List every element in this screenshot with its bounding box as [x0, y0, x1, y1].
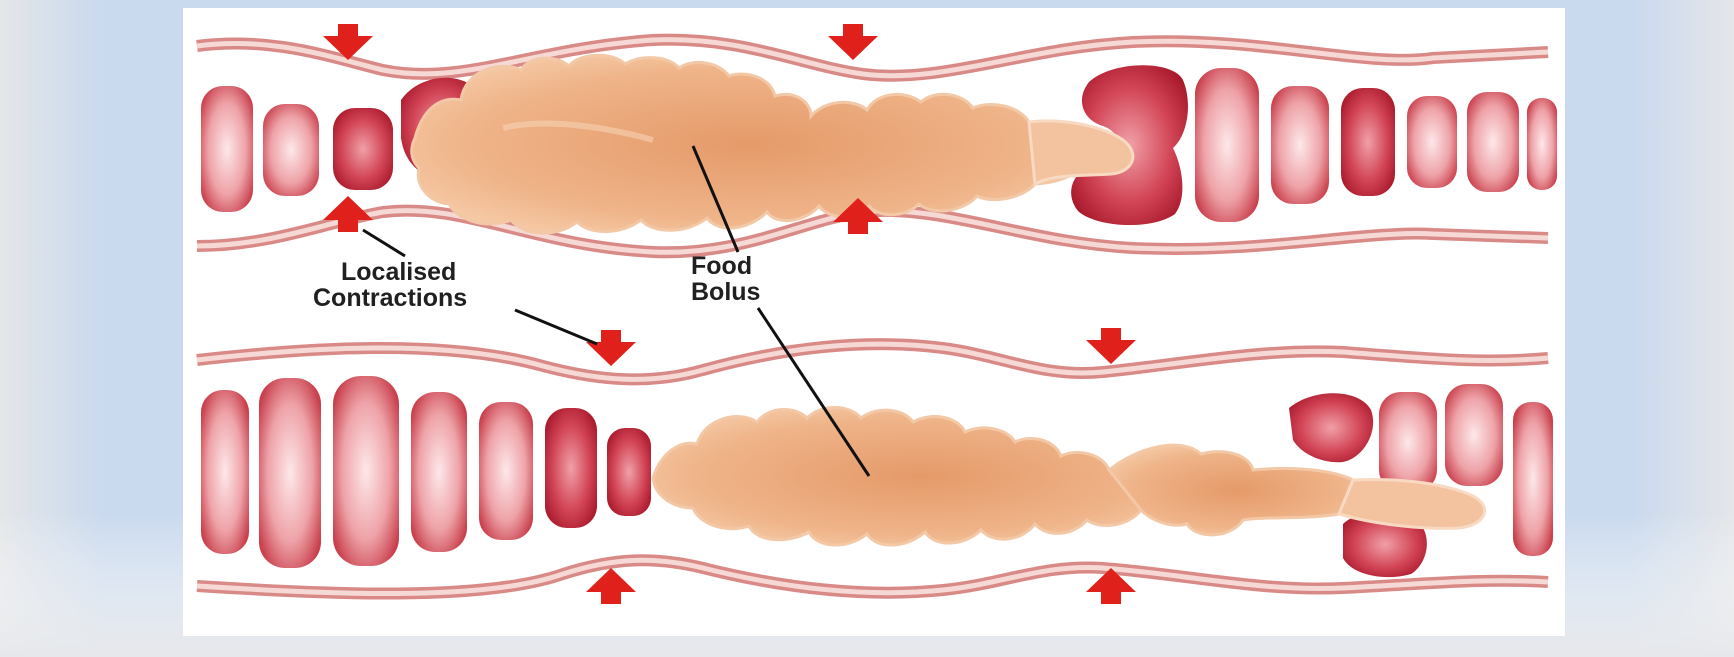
bottom-food-bolus	[653, 408, 1188, 546]
contractions-leader-top	[363, 230, 405, 256]
top-food-bolus	[412, 55, 1087, 233]
contractions-leader-bottom	[515, 310, 597, 344]
peristalsis-figure: Localised Contractions Food Bolus	[183, 8, 1565, 636]
arrow-down-icon	[828, 24, 878, 60]
top-fold-12	[1527, 98, 1557, 190]
bottom-fold-8	[1289, 393, 1373, 462]
bottom-fold-3	[333, 376, 399, 566]
localised-contractions-label-line2: Contractions	[313, 284, 467, 312]
arrow-up-icon	[586, 568, 636, 604]
bottom-fold-9	[1379, 392, 1437, 492]
bottom-fold-6	[545, 408, 597, 528]
localised-contractions-label-line1: Localised	[341, 258, 456, 286]
bottom-fold-2	[259, 378, 321, 568]
bottom-intestine-segment	[197, 344, 1553, 593]
top-fold-10	[1407, 96, 1457, 188]
top-fold-1	[201, 86, 253, 212]
top-fold-7	[1195, 68, 1259, 222]
bottom-fold-7	[607, 428, 651, 516]
food-bolus-label-line2: Bolus	[691, 278, 760, 306]
bottom-fold-5	[479, 402, 533, 540]
bottom-fold-12	[1513, 402, 1553, 556]
top-fold-8	[1271, 86, 1329, 204]
top-fold-9	[1341, 88, 1395, 196]
labels: Localised Contractions Food Bolus	[313, 252, 760, 312]
arrow-down-icon	[586, 330, 636, 366]
top-fold-3	[333, 108, 393, 190]
bottom-fold-1	[201, 390, 249, 554]
peristalsis-diagram: Localised Contractions Food Bolus	[183, 8, 1565, 636]
bottom-fold-4	[411, 392, 467, 552]
top-fold-2	[263, 104, 319, 196]
bottom-fold-10	[1445, 384, 1503, 486]
top-fold-11	[1467, 92, 1519, 192]
arrow-down-icon	[1086, 328, 1136, 364]
food-bolus-label-line1: Food	[691, 252, 752, 280]
